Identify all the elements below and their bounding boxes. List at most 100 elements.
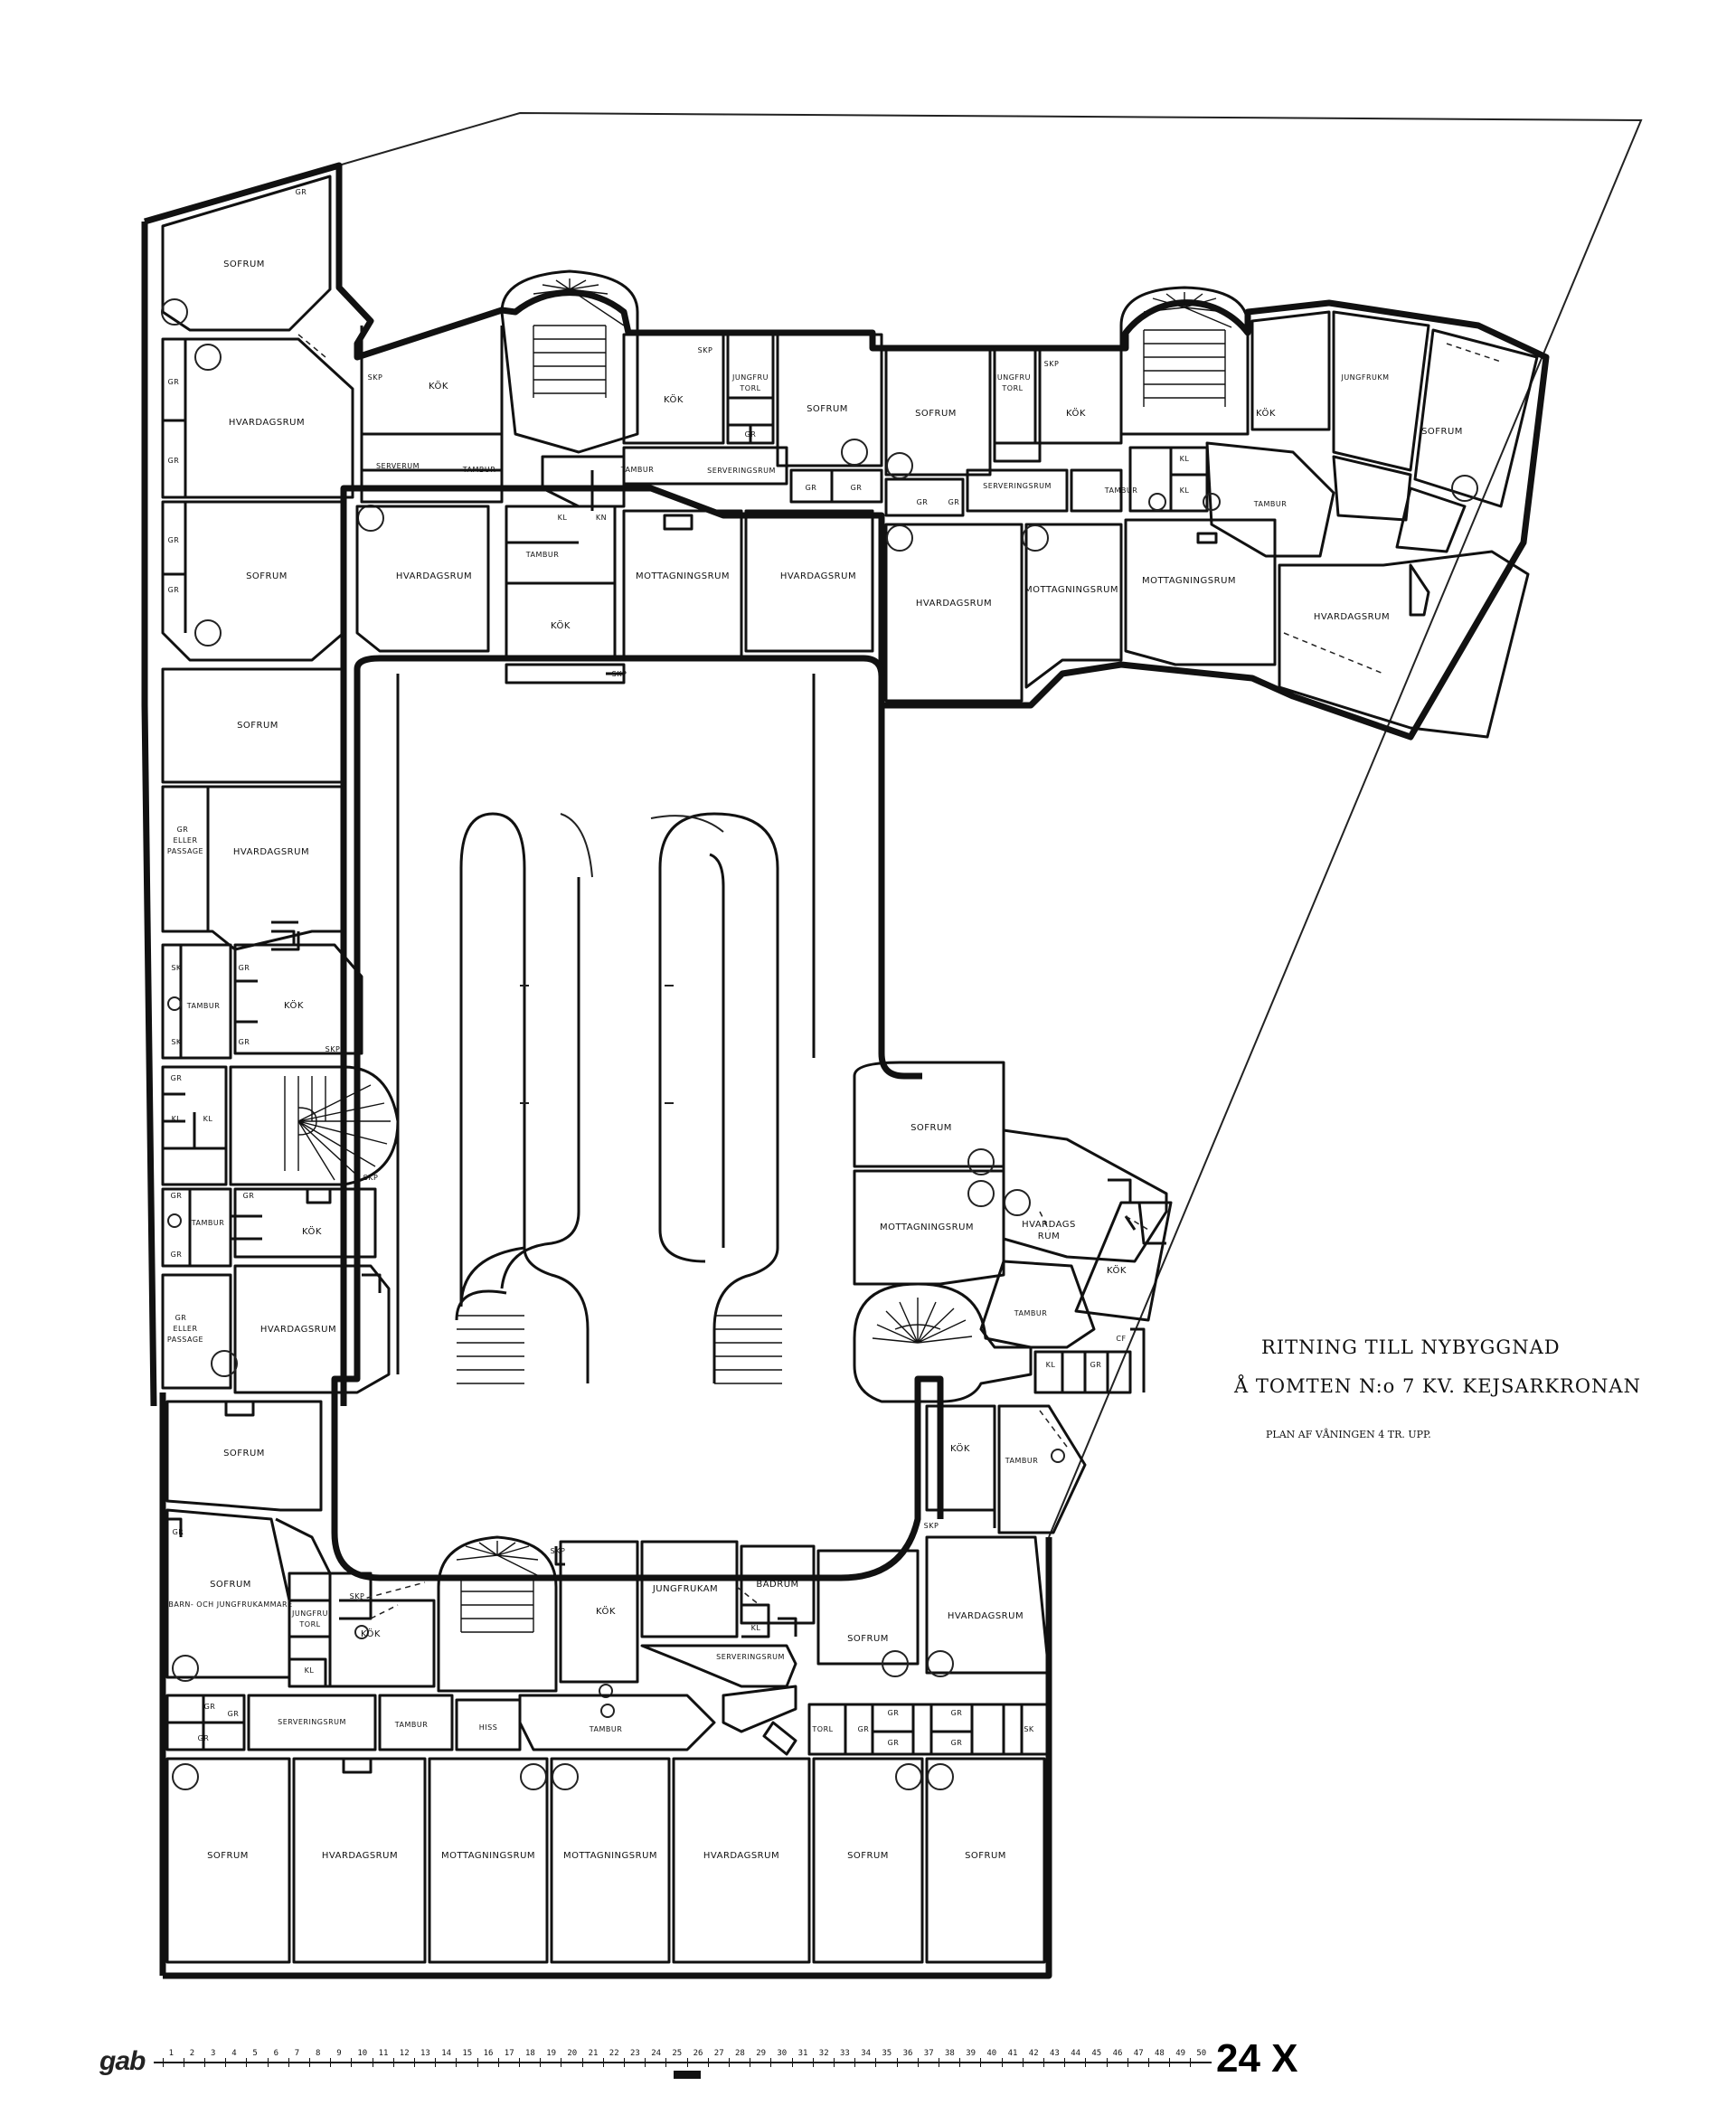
- ruler-tick: [309, 2058, 310, 2067]
- room-label: JUNGFRUKM: [1340, 373, 1389, 382]
- ruler-tick: [834, 2058, 835, 2067]
- room-label: GR: [745, 430, 757, 439]
- ruler-tick-label: 28: [735, 2049, 745, 2058]
- stair-bottom: [437, 1535, 558, 1693]
- ruler-tick-label: 8: [316, 2049, 321, 2058]
- room-label: HVARDAGSRUM: [780, 571, 856, 581]
- room-label: KÖK: [302, 1225, 322, 1237]
- ruler-tick-label: 26: [693, 2049, 703, 2058]
- ruler-tick: [812, 2058, 814, 2067]
- ruler-tick-label: 42: [1028, 2049, 1039, 2058]
- ruler-tick-label: 14: [441, 2049, 452, 2058]
- ruler-tick-label: 37: [923, 2049, 934, 2058]
- room-label: SERVERINGSRUM: [707, 467, 776, 475]
- wing-right-middle: [853, 1061, 1173, 1534]
- ruler-tick: [875, 2058, 877, 2067]
- room-label: HVARDAGS: [1022, 1220, 1076, 1230]
- wing-top-right: [884, 310, 1539, 739]
- wing-bottom: [165, 1757, 1046, 1964]
- room-label: SERVERUM: [376, 462, 420, 470]
- room-label: GR: [951, 1709, 963, 1717]
- room-label: SKP: [363, 1174, 379, 1182]
- room-label: GR: [239, 964, 250, 972]
- ruler-tick-label: 39: [966, 2049, 976, 2058]
- room-label: MOTTAGNINGSRUM: [1142, 576, 1236, 586]
- room-label: GR: [171, 1192, 183, 1200]
- room-label: GR: [948, 498, 960, 506]
- room-label: SOFRUM: [847, 1634, 889, 1644]
- room-label: TORL: [739, 384, 760, 392]
- ruler-tick-label: 30: [777, 2049, 788, 2058]
- ruler-tick: [204, 2058, 205, 2067]
- archive-logo: gab: [99, 2046, 146, 2076]
- ruler-tick: [917, 2058, 919, 2067]
- room-label: KL: [558, 514, 568, 522]
- room-label: SOFRUM: [237, 721, 278, 731]
- ruler-tick-label: 40: [986, 2049, 997, 2058]
- room-label: KÖK: [1256, 407, 1276, 419]
- ruler-tick-label: 48: [1155, 2049, 1165, 2058]
- ruler-tick: [476, 2058, 478, 2067]
- ruler-tick: [1169, 2058, 1171, 2067]
- room-label: SKP: [1044, 360, 1060, 368]
- room-label: SOFRUM: [223, 260, 265, 269]
- ruler-tick: [1001, 2058, 1003, 2067]
- room-label: KÖK: [1107, 1264, 1127, 1276]
- room-label: GR: [228, 1710, 240, 1718]
- ruler-tick: [267, 2058, 269, 2067]
- room-label: GR: [888, 1739, 900, 1747]
- room-label: HVARDAGSRUM: [322, 1851, 398, 1861]
- room-label: SOFRUM: [910, 1123, 952, 1133]
- courtyard: [331, 655, 944, 1581]
- ruler-tick: [540, 2058, 542, 2067]
- room-label: KL: [1180, 486, 1190, 495]
- room-label: TAMBUR: [1253, 500, 1288, 508]
- room-label: KÖK: [551, 619, 571, 631]
- room-label: RUM: [1038, 1232, 1060, 1241]
- ruler-tick: [665, 2058, 667, 2067]
- ruler-tick-label: 21: [588, 2049, 599, 2058]
- stair-top-right: [1119, 286, 1250, 436]
- ruler-tick-label: 18: [525, 2049, 535, 2058]
- room-label: KL: [172, 1115, 182, 1123]
- room-labels: GR SOFRUM GR HVARDAGSRUM GR GR SOFRUM GR…: [167, 188, 1463, 1861]
- room-label: GR: [168, 457, 180, 465]
- ruler-tick: [602, 2058, 604, 2067]
- room-label: GR: [806, 484, 817, 492]
- room-label: SOFRUM: [807, 404, 848, 414]
- ruler-tick-label: 38: [945, 2049, 955, 2058]
- ruler-tick-label: 2: [189, 2049, 195, 2058]
- room-label: GR: [175, 1314, 187, 1322]
- ruler-tick: [707, 2058, 709, 2067]
- wing-left: [161, 667, 391, 1394]
- ruler-tick: [225, 2058, 227, 2067]
- ruler-tick-label: 36: [902, 2049, 913, 2058]
- ruler-tick-label: 46: [1112, 2049, 1123, 2058]
- ruler-tick-label: 23: [630, 2049, 640, 2058]
- room-label: TAMBUR: [1014, 1309, 1048, 1317]
- room-label: SKP: [698, 346, 713, 354]
- room-label: MOTTAGNINGSRUM: [441, 1851, 535, 1861]
- room-label: SOFRUM: [246, 571, 288, 581]
- room-label: GR: [851, 484, 863, 492]
- ruler-tick: [1190, 2058, 1192, 2067]
- ruler-tick: [435, 2058, 437, 2067]
- room-label: TAMBUR: [620, 466, 655, 474]
- room-label: GR: [858, 1725, 870, 1733]
- ruler-tick-label: 25: [672, 2049, 683, 2058]
- ruler-tick: [351, 2058, 353, 2067]
- ruler-tick: [624, 2058, 625, 2067]
- room-label: CF: [1116, 1335, 1126, 1343]
- ruler-tick-label: 44: [1071, 2049, 1081, 2058]
- room-label: GR: [177, 826, 189, 834]
- room-label: SOFRUM: [847, 1851, 889, 1861]
- drawing-title-line1: RITNING TILL NYBYGGNAD: [1261, 1336, 1561, 1358]
- ruler-tick: [980, 2058, 982, 2067]
- room-label: BARN- OCH JUNGFRUKAMMARE: [168, 1600, 292, 1609]
- ruler-tick: [1106, 2058, 1108, 2067]
- stair-top-left: [500, 269, 639, 454]
- ruler-tick: [896, 2058, 898, 2067]
- ruler-tick-label: 22: [609, 2049, 619, 2058]
